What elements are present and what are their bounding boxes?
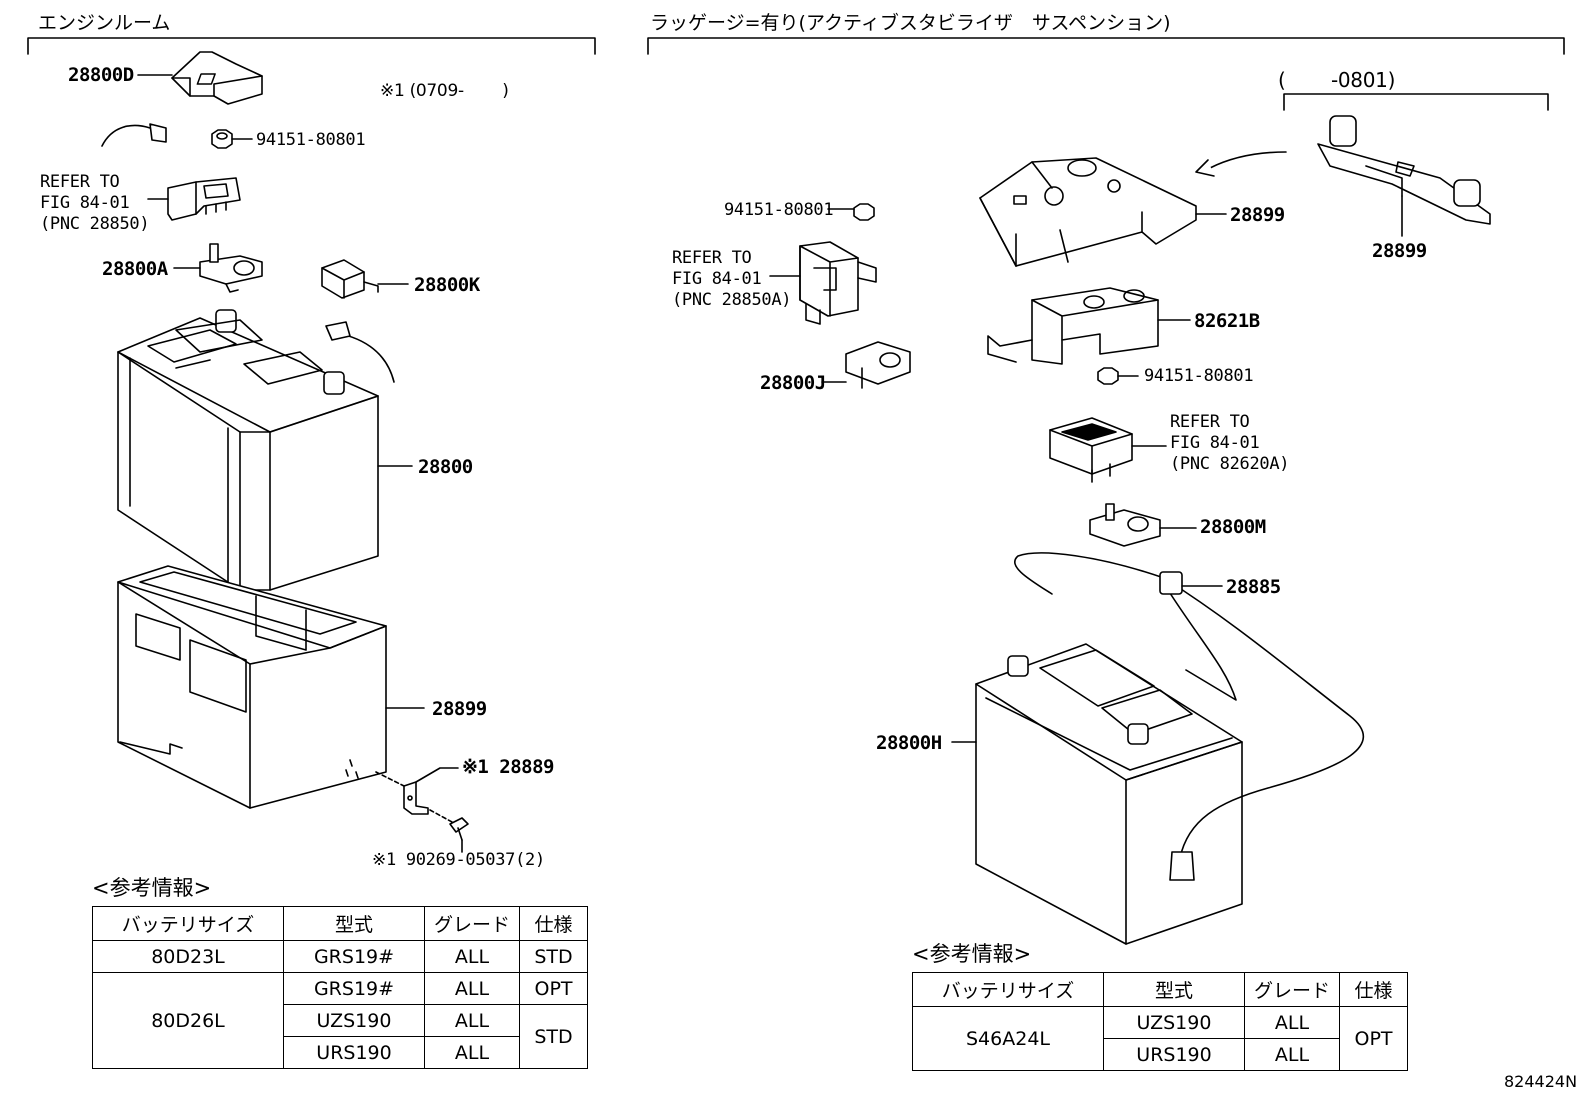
right-section-title: ラッゲージ=有り(アクティブスタビライザ サスペンション) (650, 12, 1171, 34)
terminal-28800a-icon (199, 243, 263, 293)
label-90269-05037: ※1 90269-05037(2) (372, 850, 545, 870)
label-28800h: 28800H (876, 732, 942, 754)
fuse-block-82620a-icon (1049, 417, 1133, 483)
header-model: 型式 (283, 906, 425, 941)
right-reference-table: バッテリサイズ 型式 グレード 仕様 S46A24L UZS190 ALL OP… (912, 972, 1408, 1071)
cell-grade: ALL (424, 940, 520, 973)
nut-icon (211, 129, 233, 149)
section-brackets (27, 37, 1565, 111)
label-28899-right-b: 28899 (1372, 240, 1427, 262)
cell-spec: OPT (519, 972, 588, 1005)
header-spec: 仕様 (519, 906, 588, 941)
header-spec: 仕様 (1339, 972, 1408, 1007)
left-reference-table: バッテリサイズ 型式 グレード 仕様 80D23L GRS19# ALL STD… (92, 906, 588, 1069)
cell-grade: ALL (1244, 1006, 1340, 1039)
cell-model: UZS190 (283, 1004, 425, 1037)
cell-grade: ALL (424, 1004, 520, 1037)
cell-model: GRS19# (283, 940, 425, 973)
label-28899-left: 28899 (432, 698, 487, 720)
battery-28800-icon (117, 309, 379, 591)
nut-right-icon (853, 203, 875, 221)
right-date-note: ( -0801) (1278, 68, 1396, 92)
bracket-28899-icon (1317, 115, 1491, 225)
battery-cover-28899-icon (979, 157, 1197, 267)
cell-grade: ALL (424, 1036, 520, 1069)
label-28800j: 28800J (760, 372, 826, 394)
bracket-28889-icon (345, 759, 429, 815)
cell-battery: 80D26L (92, 972, 284, 1069)
fuse-block-icon (167, 177, 241, 221)
battery-tray-28899-icon (117, 565, 387, 809)
cell-model: UZS190 (1103, 1006, 1245, 1039)
label-28800m: 28800M (1200, 516, 1266, 538)
bolt-90269-icon (429, 809, 469, 841)
cell-model: URS190 (283, 1036, 425, 1069)
cell-spec: OPT (1339, 1006, 1408, 1071)
refer-fig-84-01-pnc-28850: REFER TO FIG 84-01 (PNC 28850) (40, 172, 150, 234)
label-94151-80801-right-b: 94151-80801 (1144, 366, 1254, 386)
label-28800: 28800 (418, 456, 473, 478)
figure-number: 824424N (1504, 1072, 1578, 1091)
header-grade: グレード (1244, 972, 1340, 1007)
cell-model: URS190 (1103, 1038, 1245, 1071)
label-28800a: 28800A (102, 258, 168, 280)
connector-28800k-icon (321, 259, 379, 299)
cell-spec: STD (519, 1004, 588, 1069)
refer-fig-84-01-pnc-82620a: REFER TO FIG 84-01 (PNC 82620A) (1170, 412, 1290, 474)
terminal-cover-28800d-icon (171, 51, 263, 105)
right-table-title: <参考情報> (912, 942, 1032, 966)
label-82621b: 82621B (1194, 310, 1260, 332)
nut-right-2-icon (1097, 367, 1119, 385)
cell-spec: STD (519, 940, 588, 973)
refer-fig-84-01-pnc-28850a: REFER TO FIG 84-01 (PNC 28850A) (672, 248, 792, 310)
header-battery-size: バッテリサイズ (912, 972, 1104, 1007)
fuse-block-right-icon (799, 241, 877, 325)
left-date-note: ※1 (0709- ) (380, 81, 509, 101)
cable-wire-icon (101, 123, 167, 147)
label-28800d: 28800D (68, 64, 134, 86)
cover-82621b-icon (987, 287, 1159, 365)
battery-28800h-icon (975, 643, 1243, 945)
cell-grade: ALL (424, 972, 520, 1005)
left-section-title: エンジンルーム (38, 12, 171, 34)
cable-28885-icon (1014, 552, 1364, 881)
cell-model: GRS19# (283, 972, 425, 1005)
header-grade: グレード (424, 906, 520, 941)
cell-battery: S46A24L (912, 1006, 1104, 1071)
left-table-title: <参考情報> (92, 876, 212, 900)
label-94151-80801-right-a: 94151-80801 (724, 200, 834, 220)
terminal-28800m-icon (1089, 503, 1161, 547)
header-model: 型式 (1103, 972, 1245, 1007)
label-94151-80801-left: 94151-80801 (256, 130, 366, 150)
label-28885: 28885 (1226, 576, 1281, 598)
label-28899-right-a: 28899 (1230, 204, 1285, 226)
terminal-28800j-icon (845, 341, 911, 389)
cell-battery: 80D23L (92, 940, 284, 973)
label-28800k: 28800K (414, 274, 480, 296)
label-28889: ※1 28889 (462, 756, 555, 778)
cell-grade: ALL (1244, 1038, 1340, 1071)
header-battery-size: バッテリサイズ (92, 906, 284, 941)
